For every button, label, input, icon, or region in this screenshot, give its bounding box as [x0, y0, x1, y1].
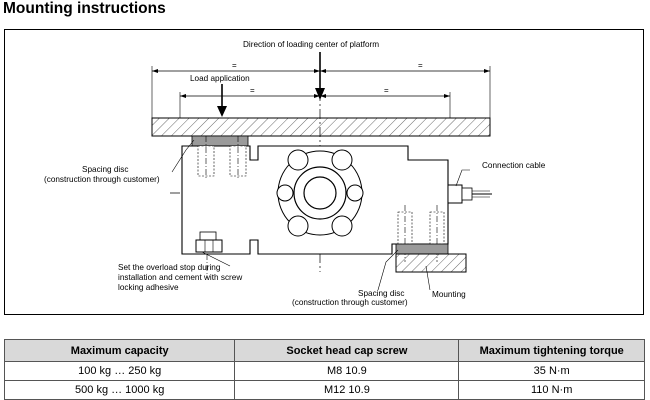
dim-arrow [320, 94, 326, 98]
dim-arrow [444, 94, 450, 98]
spacing-disc-right-line2: (construction through customer) [292, 298, 408, 307]
mounting-label: Mounting [432, 290, 466, 299]
spacing-disc-left-line1: Spacing disc [82, 165, 128, 174]
table-cell: 110 N·m [458, 380, 645, 400]
table-cell: M12 10.9 [234, 380, 460, 400]
dim-arrow [180, 94, 186, 98]
platform-plate [151, 117, 491, 137]
dim-arrow [314, 94, 320, 98]
table-cell: 100 kg … 250 kg [3, 361, 236, 381]
table-cell: M8 10.9 [234, 361, 460, 381]
overload-stop-line1: Set the overload stop during [118, 263, 221, 272]
spacing-disc-left-line2: (construction through customer) [44, 175, 160, 184]
direction-label: Direction of loading center of platform [243, 40, 379, 49]
load-arrowhead [217, 106, 227, 117]
cable-gland [447, 184, 463, 204]
equal-mark: = [232, 61, 237, 70]
spacing-disc-bottom [395, 243, 449, 255]
dim-arrow [320, 69, 326, 73]
overload-stop-line3: locking adhesive [118, 283, 179, 292]
table-cell: 35 N·m [458, 361, 645, 381]
table-header-row: Maximum capacity Socket head cap screw M… [3, 339, 645, 362]
column-header: Socket head cap screw [234, 339, 460, 362]
table-cell: 500 kg … 1000 kg [3, 380, 236, 400]
column-header: Maximum tightening torque [458, 339, 645, 362]
dim-arrow [152, 69, 158, 73]
dim-arrow [484, 69, 490, 73]
page-title: Mounting instructions [3, 0, 166, 17]
load-application-label: Load application [190, 74, 250, 83]
direction-arrowhead [315, 88, 325, 100]
dim-arrow [314, 69, 320, 73]
overload-stop-line2: installation and cement with screw [118, 273, 242, 282]
equal-mark: = [250, 86, 255, 95]
equal-mark: = [384, 86, 389, 95]
specification-table: Maximum capacity Socket head cap screw M… [3, 339, 645, 400]
column-header: Maximum capacity [3, 339, 236, 362]
spacing-disc-right-line1: Spacing disc [358, 289, 404, 298]
flexure-hole [303, 176, 337, 210]
connection-cable-label: Connection cable [482, 161, 546, 170]
mounting-plate [395, 253, 467, 273]
equal-mark: = [418, 61, 423, 70]
spacing-disc-top [191, 135, 249, 147]
mounting-drawing: Direction of loading center of platform … [44, 40, 546, 307]
table-row: 500 kg … 1000 kg M12 10.9 110 N·m [3, 380, 645, 400]
table-row: 100 kg … 250 kg M8 10.9 35 N·m [3, 361, 645, 381]
